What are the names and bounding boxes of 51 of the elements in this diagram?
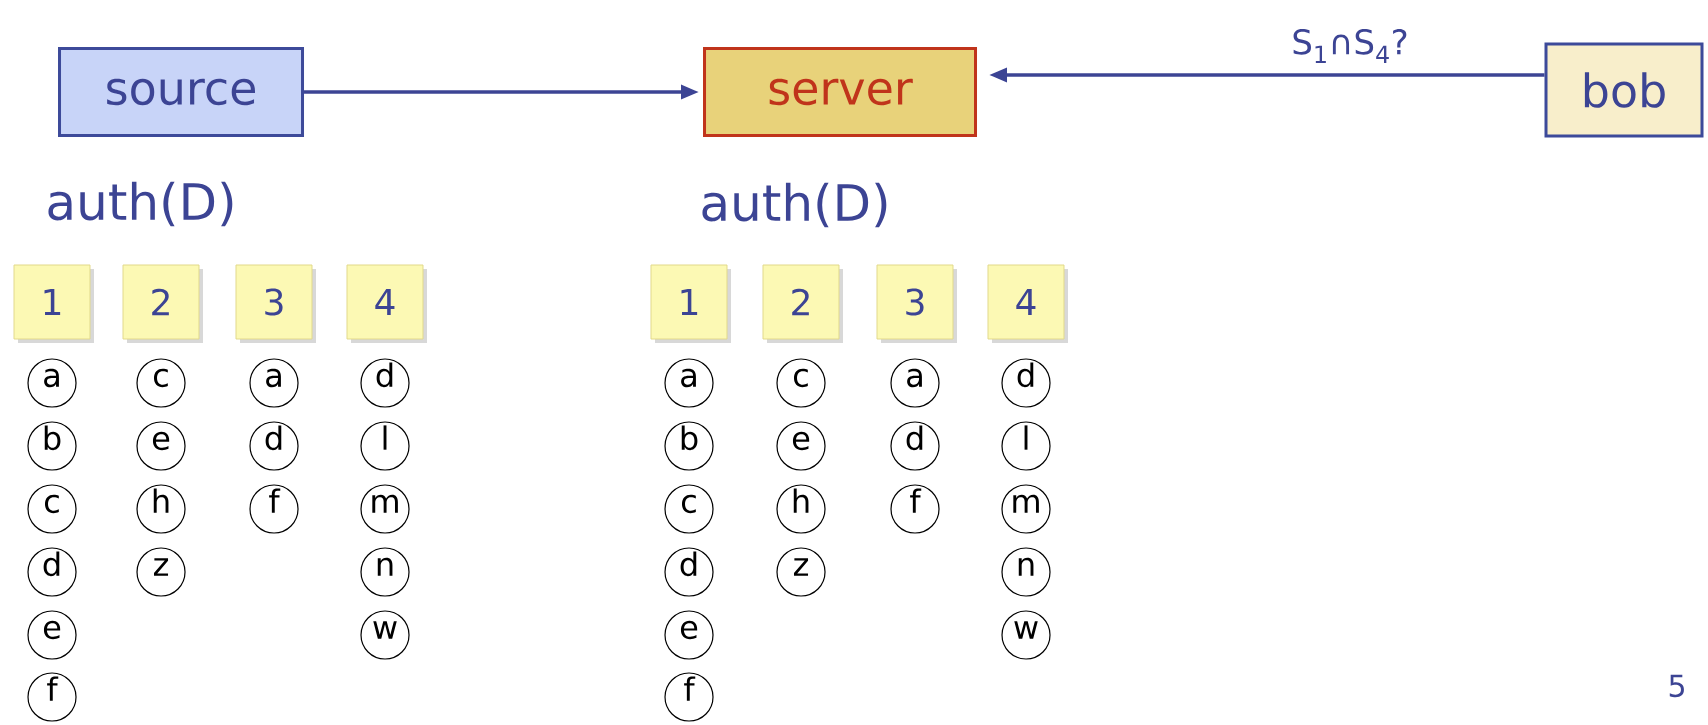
set-number-box: 3	[876, 264, 957, 343]
set-number-box: 1	[13, 264, 94, 343]
circled-letter: b	[27, 421, 77, 471]
circled-letter: d	[27, 547, 77, 597]
circled-letter: z	[136, 547, 186, 597]
circled-letter: e	[776, 421, 826, 471]
circled-letter: l	[360, 421, 410, 471]
set-number-box: 3	[235, 264, 316, 343]
set-number-box: 4	[346, 264, 427, 343]
edge-label: S$_{1}$∩S$_{4}$?	[1293, 29, 1407, 63]
circled-letter: c	[664, 484, 714, 534]
circled-letter: n	[360, 547, 410, 597]
user-box: bob	[1544, 42, 1704, 138]
circled-letter: h	[136, 484, 186, 534]
set-number-box: 2	[762, 264, 843, 343]
circled-letter: b	[664, 421, 714, 471]
circled-letter: d	[249, 421, 299, 471]
circled-letter: w	[1001, 610, 1051, 660]
set-number-box: 2	[122, 264, 203, 343]
circled-letter: z	[776, 547, 826, 597]
circled-letter: f	[27, 672, 77, 722]
circled-letter: a	[249, 358, 299, 408]
circled-letter: n	[1001, 547, 1051, 597]
circled-letter: d	[890, 421, 940, 471]
circled-letter: c	[136, 358, 186, 408]
circled-letter: f	[890, 484, 940, 534]
circled-letter: d	[360, 358, 410, 408]
server-box: server	[703, 47, 977, 137]
circled-letter: m	[360, 484, 410, 534]
page-number: 5	[1669, 674, 1684, 698]
circled-letter: a	[890, 358, 940, 408]
set-number-box: 1	[650, 264, 731, 343]
circled-letter: a	[27, 358, 77, 408]
heading: auth(D)	[48, 181, 233, 227]
circled-letter: a	[664, 358, 714, 408]
circled-letter: d	[664, 547, 714, 597]
circled-letter: h	[776, 484, 826, 534]
circled-letter: c	[27, 484, 77, 534]
circled-letter: e	[664, 610, 714, 660]
set-number-box: 4	[987, 264, 1068, 343]
circled-letter: d	[1001, 358, 1051, 408]
circled-letter: e	[136, 421, 186, 471]
circled-letter: w	[360, 610, 410, 660]
circled-letter: c	[776, 358, 826, 408]
circled-letter: e	[27, 610, 77, 660]
circled-letter: f	[249, 484, 299, 534]
circled-letter: l	[1001, 421, 1051, 471]
source-box: source	[58, 47, 304, 137]
heading: auth(D)	[702, 182, 887, 228]
circled-letter: f	[664, 672, 714, 722]
circled-letter: m	[1001, 484, 1051, 534]
